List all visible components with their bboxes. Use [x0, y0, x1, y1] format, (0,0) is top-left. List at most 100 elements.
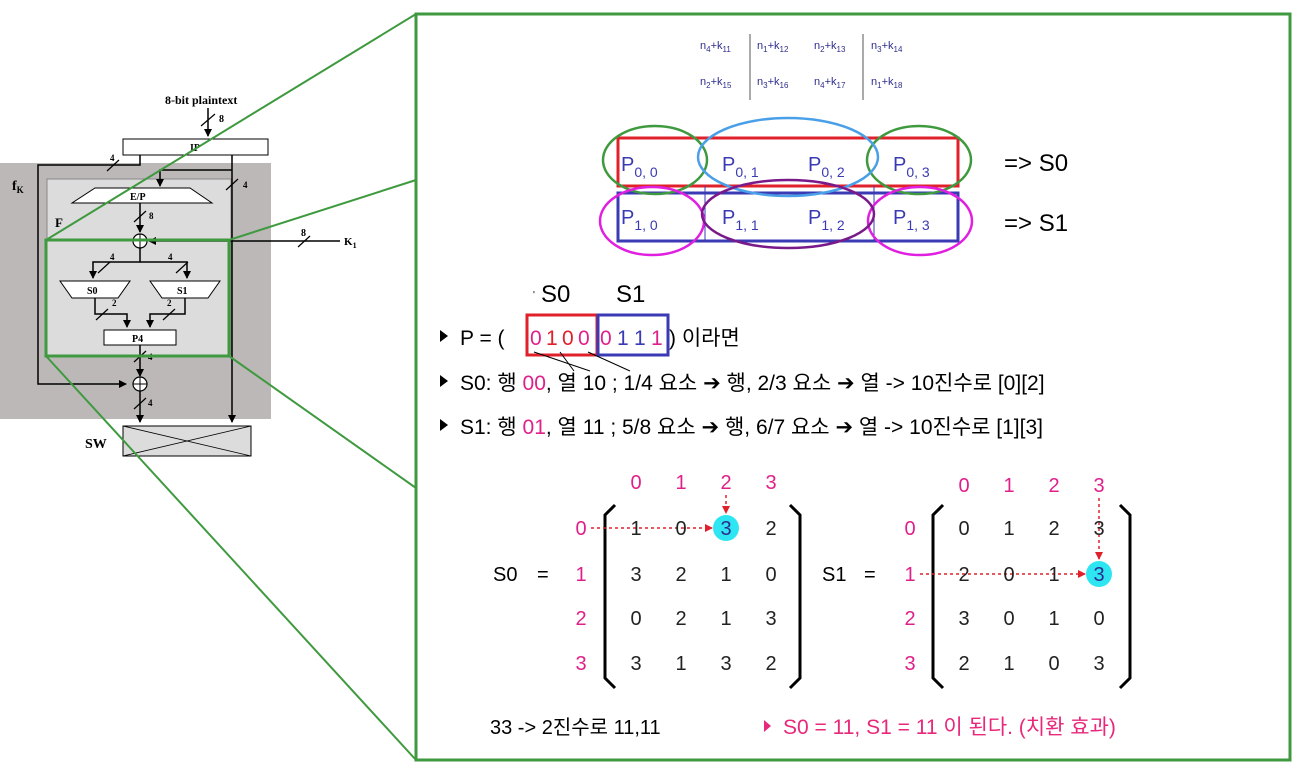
nk-cell: n: [757, 76, 763, 88]
f-label: F: [55, 215, 63, 230]
result-statement: S0 = 11, S1 = 11 이 된다. (치환 효과): [783, 716, 1116, 739]
sdes-block-diagram: 8-bit plaintext 8 IP fK F 4 4 E/P 8 8 K1: [0, 93, 357, 457]
ip-box: [122, 138, 269, 156]
sbox-cell: 1: [1003, 653, 1014, 675]
s1-label: S1: [177, 286, 188, 297]
sbox-cell: 2: [958, 653, 969, 675]
sbox-cell: 3: [1093, 653, 1104, 675]
sbox-cell: 0: [1003, 564, 1014, 586]
sbox-cell: 1: [1048, 564, 1059, 586]
sbox-cell: 2: [958, 564, 969, 586]
bracket-left: [931, 503, 945, 690]
sbox-cell: 3: [720, 518, 731, 540]
sbox-cell: 3: [765, 608, 776, 630]
p-cell: P0, 1: [722, 154, 759, 180]
sbox-cell: 1: [630, 518, 641, 540]
p-cell: P1, 2: [808, 207, 845, 233]
sbox-cell: 1: [1048, 608, 1059, 630]
width-label: 4: [243, 180, 248, 190]
width-label: 2: [112, 298, 117, 308]
bullet-s0: S0: 행 00, 열 10 ; 1/4 요소 ➔ 행, 2/3 요소 ➔ 열 …: [460, 372, 1045, 395]
sbox-cell: 0: [1003, 608, 1014, 630]
sbox-row-header: 3: [575, 653, 586, 675]
sbox-row-header: 0: [904, 518, 915, 540]
outer-ellipse-row1-right: [866, 185, 974, 257]
width-label: 4: [148, 398, 153, 408]
arrow-to-s0: => S0: [1004, 150, 1068, 177]
p-cell: P0, 2: [808, 154, 845, 180]
width-label: 8: [219, 114, 224, 125]
p-line-suffix: ) 이라면: [669, 327, 740, 350]
sbox-cell: 3: [630, 564, 641, 586]
sbox-cell: 1: [1003, 518, 1014, 540]
svg-text:': ': [533, 290, 535, 301]
width-label: 2: [167, 298, 172, 308]
bracket-left: [603, 503, 617, 690]
p-cell: P0, 3: [893, 154, 930, 180]
sbox-row-header: 2: [575, 608, 586, 630]
inner-ellipse-row0: [696, 116, 880, 198]
s0-box: [59, 280, 131, 299]
sbox-cell: 1: [720, 608, 731, 630]
bit-digit: 0: [562, 327, 574, 350]
nk-cell: n: [814, 76, 820, 88]
sbox-row-header: 0: [575, 518, 586, 540]
sbox-cell: 2: [675, 608, 686, 630]
sbox-col-header: 3: [765, 472, 776, 494]
s0-group-rect: [616, 136, 960, 188]
zoom-source-box: [44, 238, 231, 358]
nk-cell: n: [757, 40, 763, 52]
sbox-row-header: 3: [904, 653, 915, 675]
sbox-col-header: 1: [1003, 475, 1014, 497]
explanation-bullets: S0: 행 00, 열 10 ; 1/4 요소 ➔ 행, 2/3 요소 ➔ 열 …: [440, 372, 1045, 439]
p4-label: P4: [132, 334, 143, 345]
sbox-cell: 3: [1093, 518, 1104, 540]
sbox-row-header: 1: [904, 564, 915, 586]
sbox-cell: 2: [675, 564, 686, 586]
sbox-cell: 0: [1093, 608, 1104, 630]
sbox-cell: 3: [720, 653, 731, 675]
p-cell: P0, 0: [621, 154, 658, 180]
nk-cell: n: [871, 76, 877, 88]
outer-ellipse-row0-left: [601, 124, 709, 196]
s0-label: S0: [87, 286, 98, 297]
width-label: 4: [110, 153, 115, 163]
fk-label: fK: [12, 179, 24, 195]
ep-box: [70, 187, 214, 204]
nk-cell: n: [700, 76, 706, 88]
bit-digit: 0: [578, 327, 590, 350]
bit-digit: 1: [546, 327, 558, 350]
sbox-cell: 3: [630, 653, 641, 675]
bit-digit: 1: [651, 327, 663, 350]
bit-digit: 0: [530, 327, 542, 350]
sbox-col-header: 3: [1093, 475, 1104, 497]
sbox-cell: 0: [1048, 653, 1059, 675]
sbox-row-header: 1: [575, 564, 586, 586]
bit-digit: 1: [634, 327, 646, 350]
sbox-cell: 2: [765, 518, 776, 540]
sbox-cell: 2: [1048, 518, 1059, 540]
p-cell: P1, 1: [722, 207, 759, 233]
bracket-right: [1118, 503, 1132, 690]
nk-cell: n: [814, 40, 820, 52]
sbox-col-header: 2: [720, 472, 731, 494]
sbox-cell: 3: [958, 608, 969, 630]
width-label: 4: [110, 252, 115, 262]
sw-label: SW: [85, 437, 107, 452]
sbox-cell: 0: [630, 608, 641, 630]
sbox-cell: 1: [675, 653, 686, 675]
p-cell: P1, 3: [893, 207, 930, 233]
plaintext-label: 8-bit plaintext: [165, 93, 237, 107]
bracket-right: [788, 503, 802, 690]
zoom-connectors: [45, 13, 417, 761]
sbox-cell: 1: [720, 564, 731, 586]
sbox-cell: 2: [765, 653, 776, 675]
outer-ellipse-row0-right: [865, 124, 973, 196]
s1-group-rect: [616, 191, 960, 243]
